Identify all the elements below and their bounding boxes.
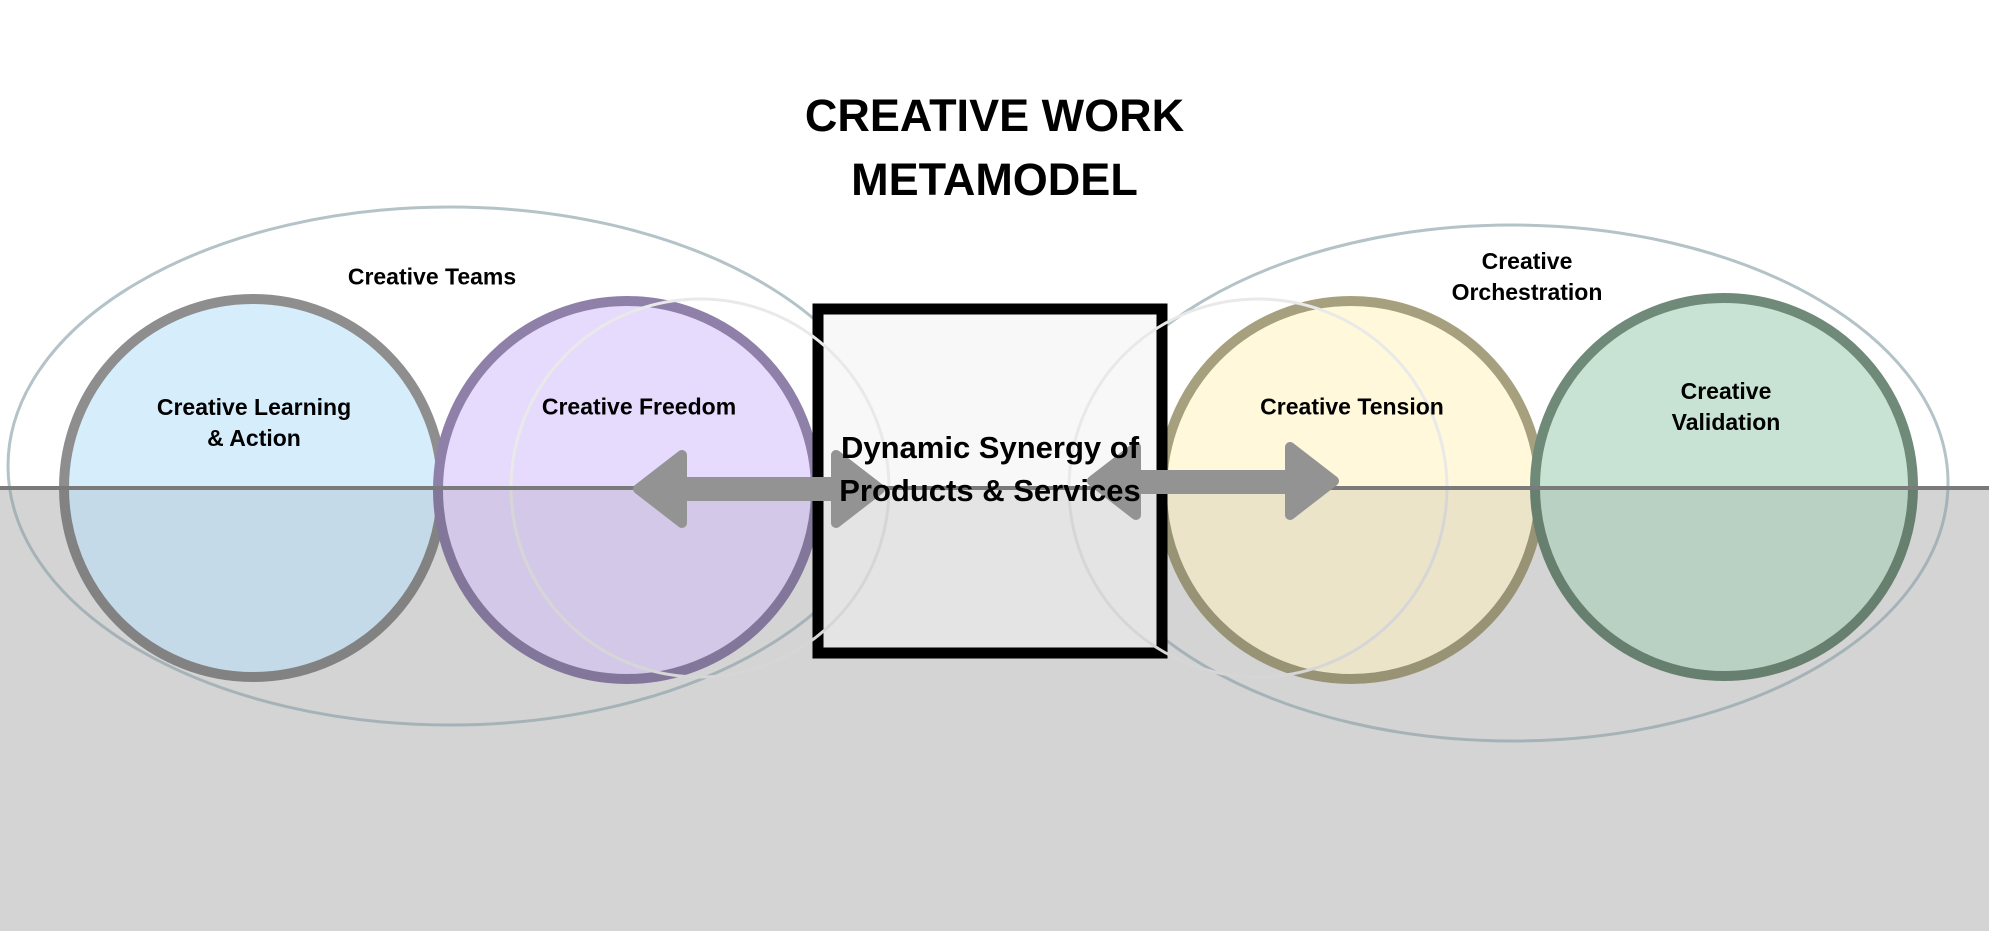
title-line-2: METAMODEL <box>851 154 1138 205</box>
creative-learning-label: Creative Learning & Action <box>156 394 352 451</box>
horizon-shade <box>0 488 1989 931</box>
creative-orchestration-label: Creative Orchestration <box>1451 248 1603 305</box>
right-double-arrow <box>1087 442 1339 520</box>
left-double-arrow <box>633 450 885 528</box>
creative-validation-label: Creative Validation <box>1671 378 1781 435</box>
creative-teams-label: Creative Teams <box>347 263 517 290</box>
creative-tension-label: Creative Tension <box>1260 393 1444 420</box>
diagram-title: CREATIVE WORK METAMODEL <box>0 84 1989 212</box>
title-line-1: CREATIVE WORK <box>804 90 1185 141</box>
creative-freedom-label: Creative Freedom <box>541 393 737 420</box>
center-label: Dynamic Synergy of Products & Services <box>839 430 1141 508</box>
